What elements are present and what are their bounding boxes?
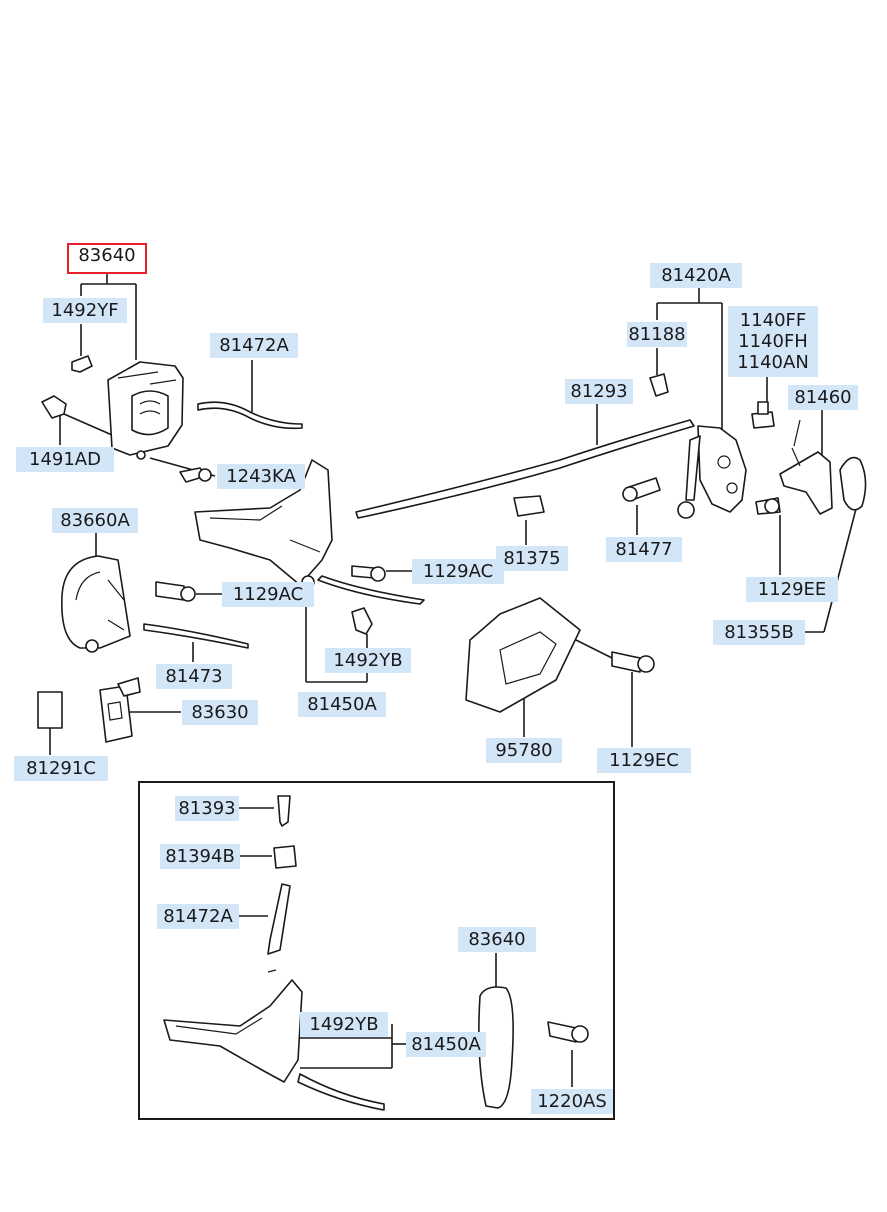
striker-81460: [779, 419, 833, 515]
part-label-83630[interactable]: 83630: [182, 700, 258, 725]
part-label-81393[interactable]: 81393: [175, 796, 239, 821]
part-label-83640-inset[interactable]: 83640: [458, 927, 536, 952]
part-label-1492YF[interactable]: 1492YF: [43, 298, 127, 323]
pad-81291C: [37, 691, 63, 729]
screw-1129AC-left: [155, 581, 196, 602]
part-label-81473[interactable]: 81473: [156, 664, 232, 689]
part-label-1140FF: 1140FF: [739, 310, 807, 331]
clip-81188: [649, 373, 669, 397]
inset-parts: [163, 795, 589, 1111]
part-label-81188[interactable]: 81188: [627, 322, 687, 347]
screw-1129AC-mid: [351, 565, 386, 582]
part-label-81375[interactable]: 81375: [496, 546, 568, 571]
shim-81355B: [839, 456, 867, 511]
part-label-83660A[interactable]: 83660A: [52, 508, 138, 533]
clip-1492YB: [351, 607, 373, 635]
part-label-1129EC[interactable]: 1129EC: [597, 748, 691, 773]
leader-lines: [49, 273, 858, 1087]
screw-1129EE: [755, 497, 781, 515]
part-label-81450A[interactable]: 81450A: [298, 692, 386, 717]
rod-81293: [355, 419, 695, 519]
part-label-1129AC-left[interactable]: 1129AC: [222, 582, 314, 607]
part-label-1140-group[interactable]: 1140FF 1140FH 1140AN: [728, 306, 818, 377]
part-label-81450A-inset[interactable]: 81450A: [406, 1032, 486, 1057]
part-label-1492YB-inset[interactable]: 1492YB: [300, 1012, 388, 1037]
bracket-95780: [465, 597, 581, 713]
part-label-95780[interactable]: 95780: [486, 738, 562, 763]
part-label-81472A[interactable]: 81472A: [210, 333, 298, 358]
part-label-1243KA[interactable]: 1243KA: [217, 464, 305, 489]
bolt-1140: [751, 401, 775, 429]
part-label-81460[interactable]: 81460: [788, 385, 858, 410]
part-label-1220AS[interactable]: 1220AS: [531, 1089, 613, 1114]
part-label-81420A[interactable]: 81420A: [650, 263, 742, 288]
screw-1129EC: [611, 651, 655, 673]
screw-1243KA: [179, 467, 212, 483]
latch-assy-81420A: [677, 425, 747, 519]
part-label-1129AC-mid[interactable]: 1129AC: [412, 559, 504, 584]
rod-81473: [143, 623, 249, 649]
part-label-81477[interactable]: 81477: [606, 537, 682, 562]
part-label-81291C[interactable]: 81291C: [14, 756, 108, 781]
clip-1491AD: [41, 395, 67, 419]
part-label-1491AD[interactable]: 1491AD: [16, 447, 114, 472]
bolt-81477: [622, 477, 661, 502]
lock-83630: [99, 677, 141, 743]
clip-1492YF: [71, 355, 93, 373]
part-label-81472A-inset[interactable]: 81472A: [157, 904, 239, 929]
part-label-81355B[interactable]: 81355B: [713, 620, 805, 645]
part-label-81394B[interactable]: 81394B: [160, 844, 240, 869]
part-label-1492YB[interactable]: 1492YB: [325, 648, 411, 673]
part-label-1129EE[interactable]: 1129EE: [746, 577, 838, 602]
part-label-81293[interactable]: 81293: [565, 379, 633, 404]
part-label-1140FH: 1140FH: [738, 331, 808, 352]
outside-handle-83660A: [61, 555, 131, 653]
clip-81375: [513, 495, 545, 517]
part-label-83640-highlighted[interactable]: 83640: [67, 243, 147, 274]
rod-81472A: [197, 401, 303, 430]
inside-handle-assy-83640: [107, 361, 184, 460]
part-label-1140AN: 1140AN: [737, 352, 809, 373]
inset-frame: [138, 781, 615, 1120]
